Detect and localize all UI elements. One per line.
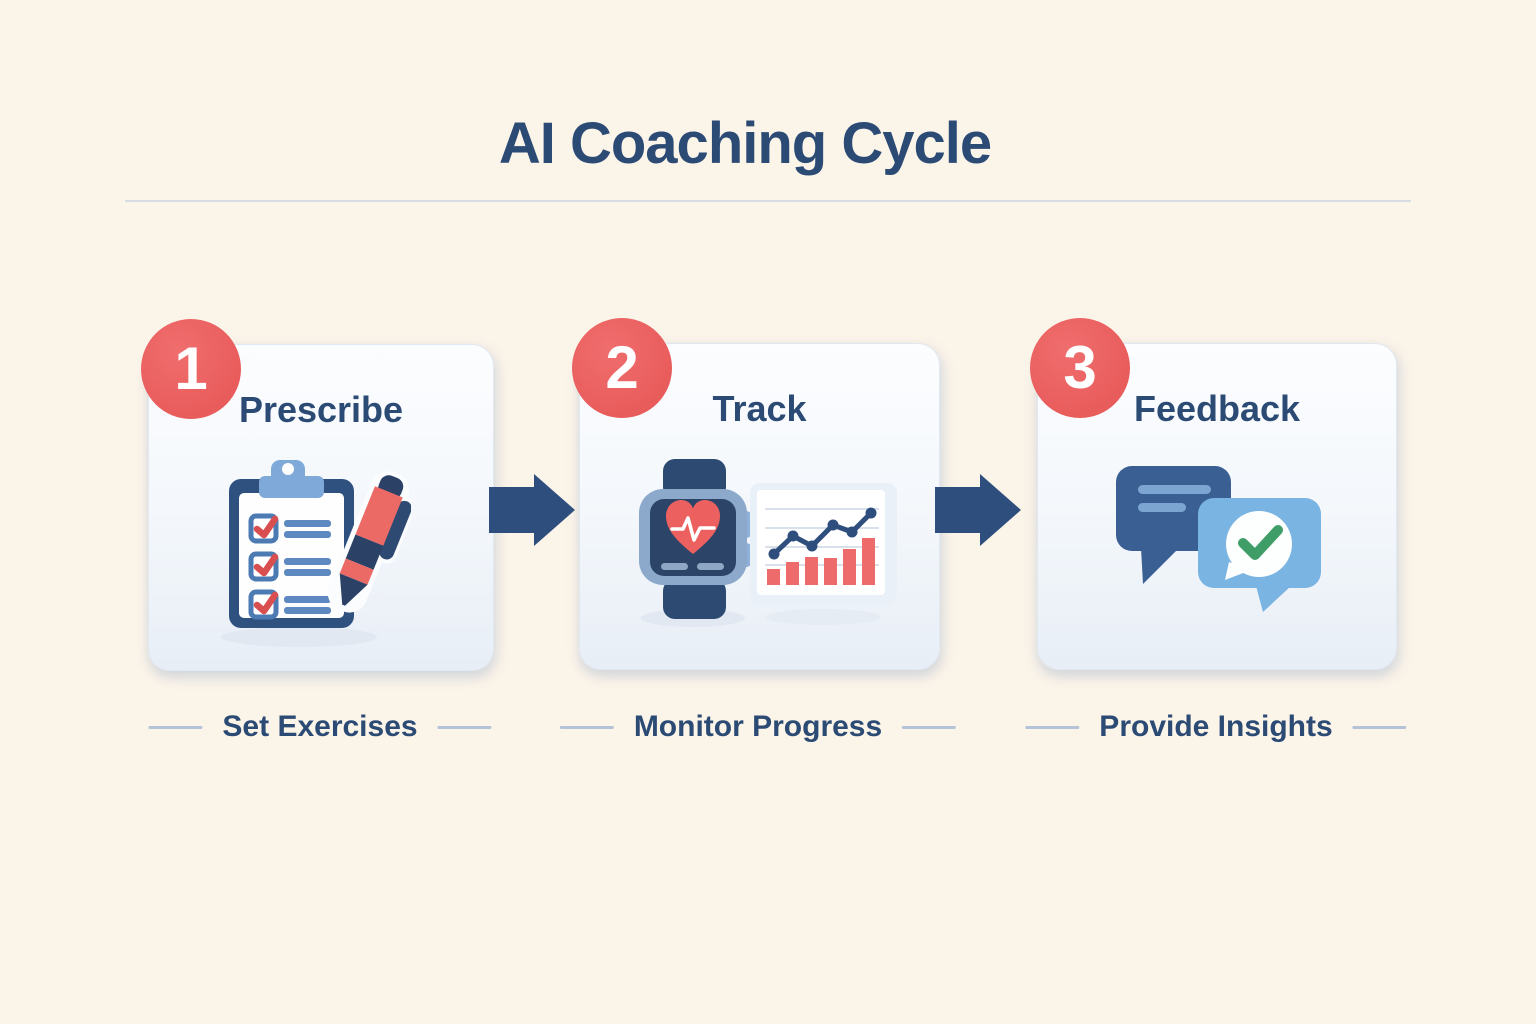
pen (327, 471, 411, 613)
check-icon (1238, 525, 1283, 560)
checklist-rows (248, 513, 331, 620)
step-caption-monitor-progress: Monitor Progress (559, 710, 957, 743)
smartwatch-heartrate-chart-icon (639, 459, 897, 627)
step-title: Track (712, 388, 807, 429)
step-number: 1 (174, 334, 208, 402)
step-card-track: 2 Track (572, 318, 940, 670)
step-title: Prescribe (238, 389, 404, 430)
progress-chart (750, 483, 897, 605)
step-caption-provide-insights: Provide Insights (1025, 710, 1407, 743)
chat-bubbles-check-icon (1116, 466, 1321, 612)
caption-text: Monitor Progress (633, 710, 883, 743)
caption-dash (559, 725, 614, 729)
arrow-right-icon (489, 474, 575, 546)
step-number-badge: 2 (572, 318, 672, 418)
caption-text: Set Exercises (222, 710, 418, 743)
step-number-badge: 1 (141, 319, 241, 419)
step-number: 2 (605, 333, 639, 401)
smartwatch (639, 459, 752, 619)
step-card-prescribe: 1 Prescribe (141, 319, 494, 671)
caption-dash (1352, 725, 1407, 729)
caption-dash (1025, 725, 1080, 729)
clipboard-checklist-pen-icon (221, 460, 411, 647)
page-title: AI Coaching Cycle (498, 111, 992, 176)
ecg-line (670, 516, 716, 542)
step-title: Feedback (1133, 388, 1301, 429)
chat-bubble-light (1198, 498, 1321, 612)
clipboard-shadow (221, 627, 377, 647)
step-card-feedback: 3 Feedback (1030, 318, 1397, 670)
heart-icon (666, 500, 720, 554)
title-divider (125, 200, 1411, 202)
caption-dash (902, 725, 957, 729)
caption-dash (148, 725, 203, 729)
step-number-badge: 3 (1030, 318, 1130, 418)
chart-shadow (765, 609, 881, 625)
caption-text: Provide Insights (1099, 710, 1333, 743)
arrow-right-icon (935, 474, 1021, 546)
step-caption-set-exercises: Set Exercises (148, 710, 492, 743)
caption-dash (437, 725, 492, 729)
step-number: 3 (1063, 333, 1097, 401)
